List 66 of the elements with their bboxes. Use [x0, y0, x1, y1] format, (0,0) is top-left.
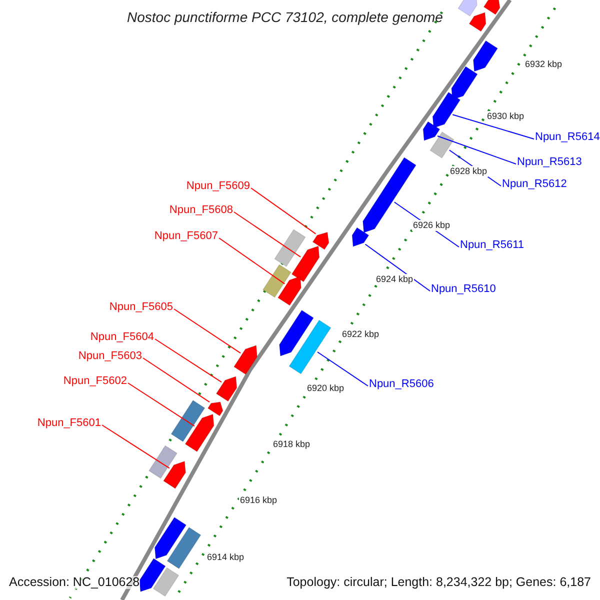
gene-label: Npun_R5613 — [517, 157, 582, 168]
gene-label: Npun_R5606 — [369, 379, 434, 390]
tick-label: 6922 kbp — [341, 329, 380, 340]
gene-label: Npun_R5611 — [460, 240, 524, 251]
leader-line — [316, 352, 368, 386]
gene-label: Npun_F5601 — [37, 418, 101, 429]
gene-feature — [458, 0, 478, 16]
leader-line — [218, 238, 286, 284]
gene-label: Npun_F5602 — [63, 376, 127, 387]
gene-feature — [278, 276, 302, 306]
leader-line — [142, 358, 210, 403]
gene-label: Npun_F5608 — [169, 205, 233, 216]
gene-feature — [170, 400, 206, 442]
genome-info-text: Topology: circular; Length: 8,234,322 bp; Genes: 6,187 — [286, 576, 591, 588]
gene-feature — [184, 414, 214, 452]
leader-line — [102, 424, 170, 469]
gene-label: Npun_R5614 — [535, 132, 600, 143]
tick-label: 6928 kbp — [449, 166, 488, 177]
gene-feature — [163, 460, 186, 489]
gene-feature — [279, 310, 314, 356]
gene-label: Npun_F5609 — [186, 181, 250, 192]
gene-label: Npun_F5604 — [90, 332, 154, 343]
leader-line — [154, 338, 222, 383]
tick-label: 6918 kbp — [272, 439, 312, 450]
gene-feature — [274, 229, 306, 267]
gene-label: Npun_F5607 — [154, 231, 218, 242]
leader-line — [234, 212, 302, 258]
gene-feature — [152, 567, 180, 597]
gene-label: Npun_F5603 — [78, 351, 142, 362]
tick-label: 6924 kbp — [375, 274, 414, 285]
gene-feature — [288, 320, 332, 374]
leader-line — [250, 188, 316, 234]
gene-feature — [139, 558, 166, 592]
tick-label: 6926 kbp — [412, 220, 452, 231]
gene-feature — [432, 92, 461, 128]
title: Nostoc punctiforme PCC 73102, complete genome — [127, 10, 443, 24]
gene-label: Npun_R5612 — [502, 179, 567, 190]
tick-label: 6914 kbp — [206, 552, 246, 563]
gene-feature — [422, 121, 440, 141]
accession-text: Accession: NC_010628 — [9, 576, 140, 588]
gene-feature — [216, 376, 238, 402]
tick-label: 6920 kbp — [306, 383, 346, 394]
gene-feature — [352, 227, 370, 247]
tick-label: 6930 kbp — [486, 111, 526, 122]
gene-feature — [234, 345, 258, 375]
gene-feature — [262, 264, 292, 298]
gene-feature — [312, 232, 330, 250]
tick-label: 6916 kbp — [239, 495, 278, 506]
gene-feature — [207, 402, 224, 416]
gene-feature — [451, 66, 478, 100]
leader-line — [128, 382, 195, 427]
leader-line — [452, 114, 534, 140]
gene-feature — [291, 246, 320, 282]
gene-feature — [468, 12, 486, 32]
gene-label: Npun_F5605 — [109, 302, 173, 313]
gene-feature — [430, 132, 454, 158]
gene-feature — [473, 40, 498, 72]
tick-label: 6932 kbp — [524, 59, 564, 70]
leader-line — [436, 136, 516, 164]
gene-feature — [483, 0, 500, 15]
leader-line — [174, 308, 241, 354]
leader-line — [364, 244, 430, 292]
gene-feature — [154, 516, 187, 560]
gene-feature — [148, 445, 178, 479]
gene-label: Npun_R5610 — [431, 284, 496, 295]
gene-feature — [166, 527, 202, 569]
